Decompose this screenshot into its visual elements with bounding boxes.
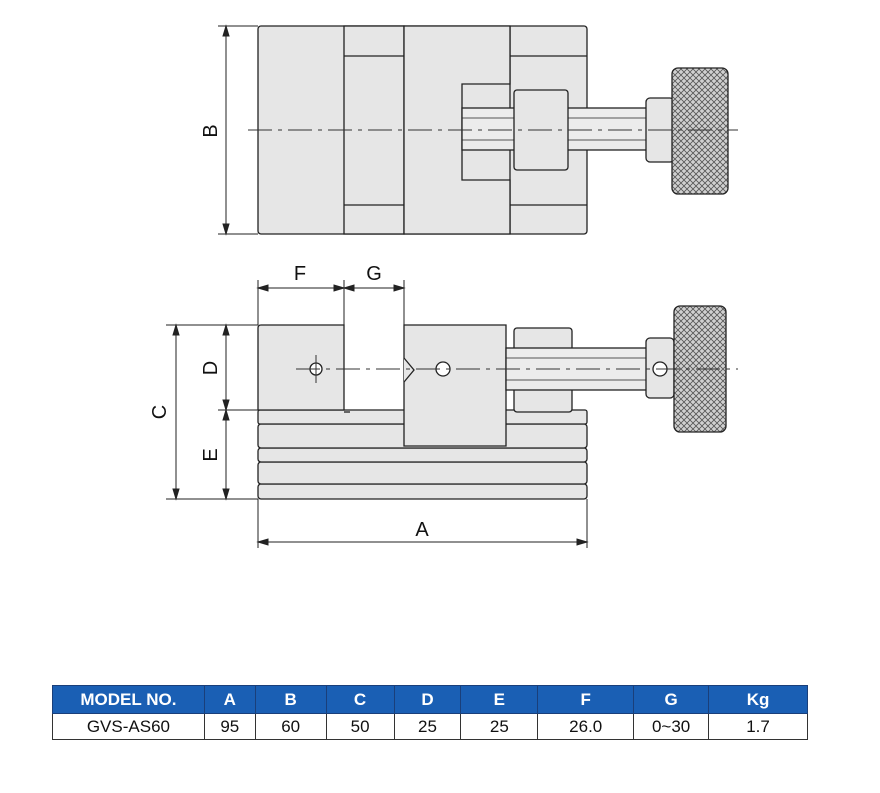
header-e: E	[460, 685, 539, 714]
front-view-base-rail	[257, 483, 588, 500]
front-view-moving-jaw	[403, 324, 507, 447]
cell-model-no: GVS-AS60	[52, 713, 205, 740]
cell-e: 25	[460, 713, 539, 740]
vise-technical-drawing: B F G	[149, 24, 738, 548]
header-model-no: MODEL NO.	[52, 685, 205, 714]
header-kg: Kg	[708, 685, 808, 714]
dimension-label-b: B	[200, 124, 222, 137]
header-b: B	[254, 685, 327, 714]
dimension-label-f: F	[294, 263, 306, 285]
dimension-b	[218, 24, 258, 236]
front-view-base-rail	[257, 447, 588, 463]
header-f: F	[537, 685, 635, 714]
dimension-label-c: C	[149, 405, 171, 419]
header-c: C	[325, 685, 395, 714]
specification-table: MODEL NO. A B C D E F G Kg GVS-AS60 95 6…	[52, 685, 808, 740]
dimension-f-g	[256, 280, 406, 325]
cell-d: 25	[393, 713, 462, 740]
front-view	[257, 305, 727, 500]
cell-g: 0~30	[633, 713, 710, 740]
dimension-c-d-e	[166, 323, 258, 501]
dimension-label-e: E	[200, 448, 222, 461]
header-a: A	[203, 685, 256, 714]
table-header-row: MODEL NO. A B C D E F G Kg	[52, 685, 808, 714]
top-view-knurled-knob	[671, 67, 729, 195]
cell-a: 95	[203, 713, 256, 740]
table-row: GVS-AS60 95 60 50 25 25 26.0 0~30 1.7	[52, 713, 808, 740]
dimension-label-d: D	[200, 361, 222, 375]
dimension-label-a: A	[415, 519, 429, 541]
front-view-fixed-jaw	[257, 324, 345, 411]
front-view-base-rail	[257, 461, 588, 485]
top-view	[257, 25, 729, 235]
cell-b: 60	[254, 713, 327, 740]
header-d: D	[393, 685, 462, 714]
header-g: G	[633, 685, 710, 714]
dimension-a	[256, 499, 589, 548]
cell-f: 26.0	[537, 713, 635, 740]
cell-c: 50	[325, 713, 395, 740]
dimension-label-g: G	[366, 263, 382, 285]
cell-kg: 1.7	[708, 713, 808, 740]
